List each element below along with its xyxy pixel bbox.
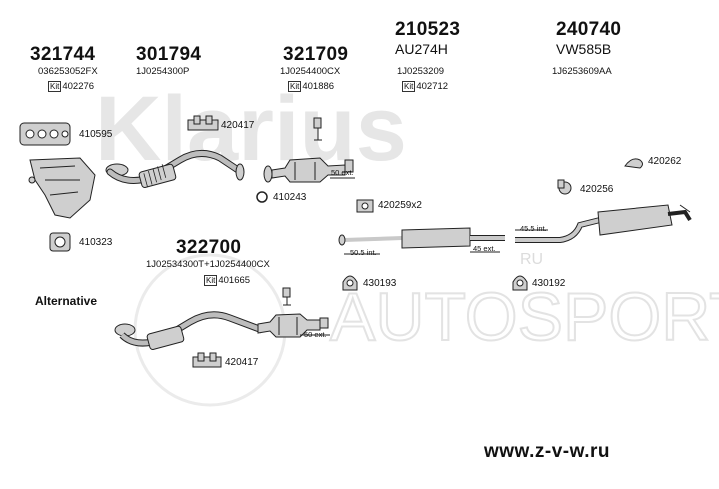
ref-410323: 410323 [79, 237, 113, 248]
ref-410595: 410595 [79, 129, 113, 140]
watermark-ru: RU [520, 251, 543, 268]
oe-number-240740: 1J6253609AA [552, 66, 612, 77]
watermark-brand: Klarius [95, 78, 407, 180]
front-pipe-301794 [105, 150, 245, 188]
catalytic-converter-321709 [263, 157, 355, 183]
ref-420256: 420256 [580, 184, 614, 195]
oe-number-321744: 036253052FX [38, 66, 98, 77]
dim-50-5-int: 50.5 int. [350, 248, 377, 257]
rubber-mount-430192 [512, 275, 528, 291]
part-number-210523: 210523 [395, 19, 461, 40]
kit-number: 402276 [62, 81, 95, 92]
footer-url: www.z-v-w.ru [484, 441, 610, 462]
kit-number: 401886 [302, 81, 335, 92]
ref-420259: 420259x2 [378, 200, 422, 211]
oe-number-301794: 1J0254300P [136, 66, 190, 77]
model-code-240740: VW585B [556, 41, 612, 57]
ref-420262: 420262 [648, 156, 682, 167]
kit-badge: Kit [402, 81, 416, 92]
model-code-210523: AU274H [395, 41, 448, 57]
exhaust-manifold-321744 [28, 157, 96, 219]
gasket-410323 [49, 232, 71, 252]
kit-number: 401665 [218, 275, 251, 286]
dimension-lines [344, 229, 548, 255]
rubber-mount-430193 [342, 275, 358, 291]
middle-silencer-210523 [338, 227, 505, 249]
kit-number: 402712 [416, 81, 449, 92]
bracket-420417-top [187, 115, 219, 131]
dim-45-5-int: 45.5 int. [520, 224, 547, 233]
ring-410243 [256, 191, 268, 203]
part-number-321744: 321744 [30, 44, 96, 65]
oxygen-sensor [313, 117, 322, 141]
part-number-321709: 321709 [283, 44, 349, 65]
part-number-240740: 240740 [556, 19, 622, 40]
alternative-assembly-322700 [114, 287, 330, 350]
dim-50-ext-top: 50 ext. [331, 168, 354, 177]
ref-430193: 430193 [363, 278, 397, 289]
rear-silencer-240740 [515, 204, 692, 243]
ref-430192: 430192 [532, 278, 566, 289]
ref-410243: 410243 [273, 192, 307, 203]
dim-45-ext: 45 ext. [473, 244, 496, 253]
bracket-420417-bottom [192, 352, 222, 368]
oe-number-321709: 1J0254400CX [280, 66, 341, 77]
kit-badge: Kit [48, 81, 62, 92]
clamp-420256 [557, 179, 572, 195]
dim-50-ext-bottom: 50 ext. [304, 330, 327, 339]
alternative-heading: Alternative [35, 294, 98, 308]
part-number-322700: 322700 [176, 237, 242, 258]
mount-420259 [356, 199, 374, 213]
part-number-301794: 301794 [136, 44, 202, 65]
watermark-lower: AUTOSPORTS [330, 279, 719, 355]
ref-420417-bottom: 420417 [225, 357, 259, 368]
oe-number-210523: 1J0253209 [397, 66, 445, 77]
kit-badge: Kit [204, 275, 218, 286]
kit-badge: Kit [288, 81, 302, 92]
hanger-420262 [624, 158, 643, 169]
ref-420417-top: 420417 [221, 120, 255, 131]
manifold-gasket-410595 [19, 122, 71, 146]
oe-number-322700: 1J02534300T+1J0254400CX [146, 259, 270, 270]
